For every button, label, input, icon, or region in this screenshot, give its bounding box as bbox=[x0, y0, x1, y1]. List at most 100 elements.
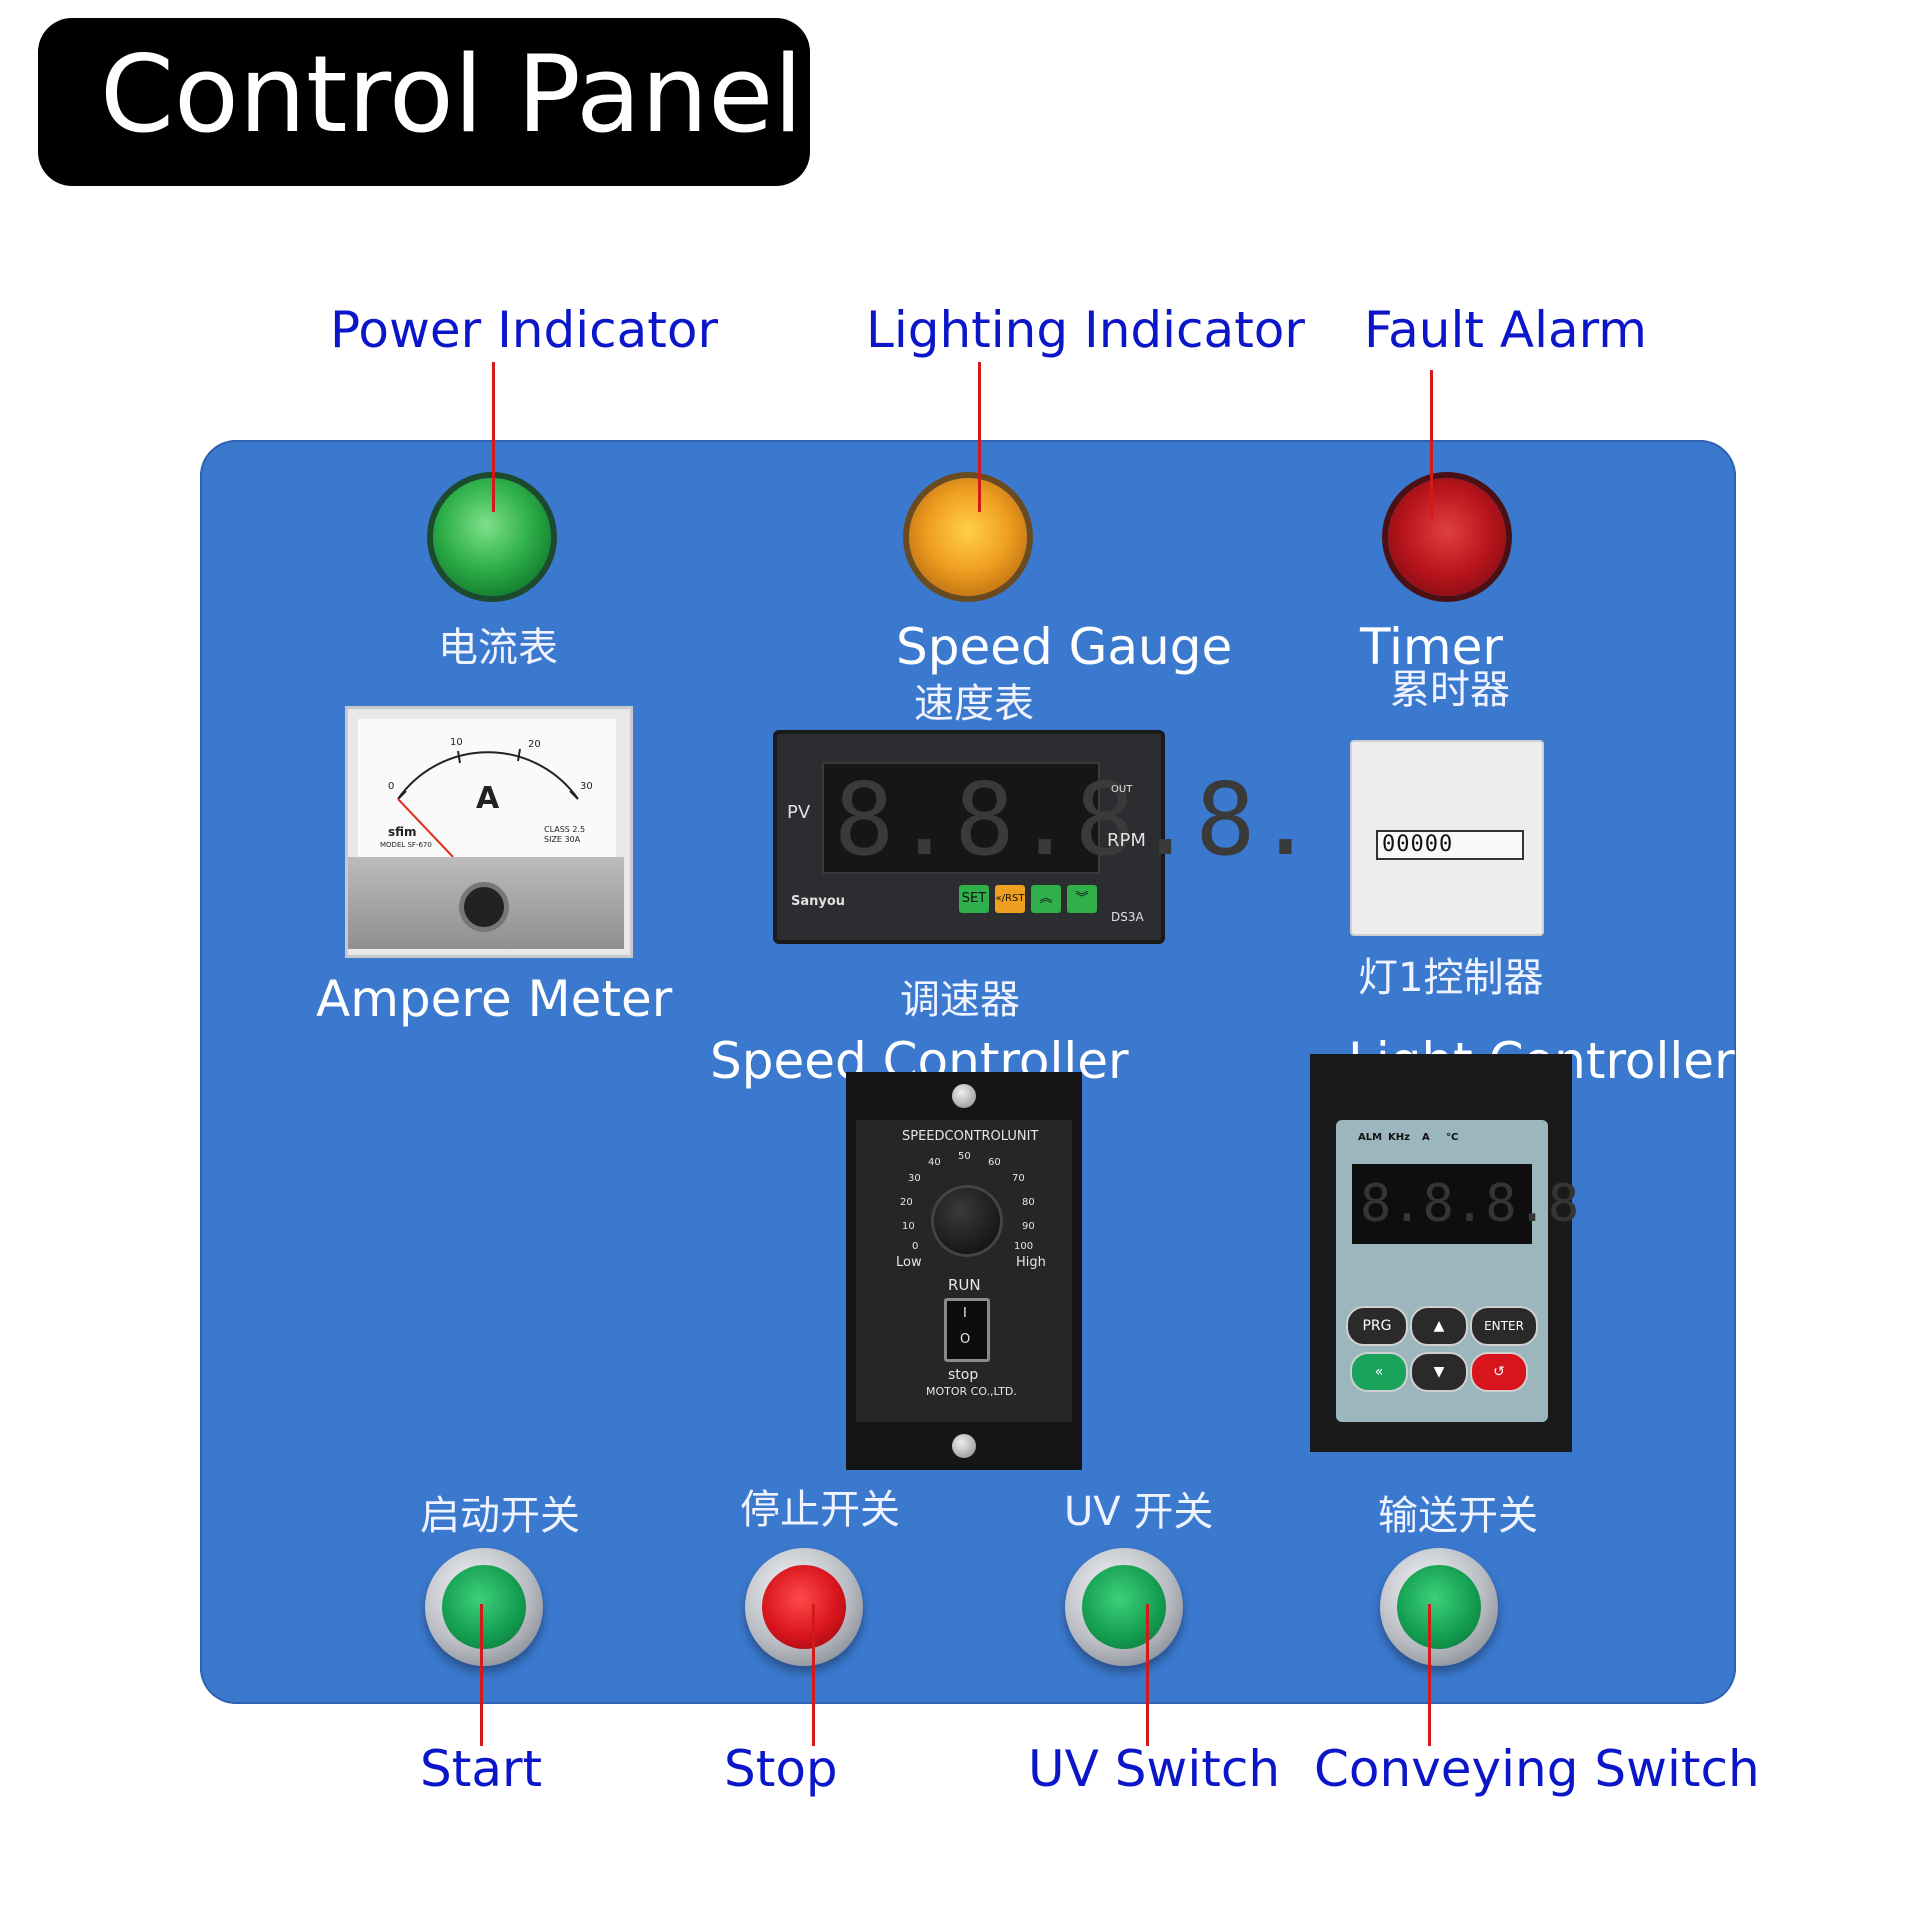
ammeter-class: CLASS 2.5 bbox=[544, 825, 586, 834]
gauge-brand: Sanyou bbox=[791, 894, 846, 909]
scu-scale-20: 20 bbox=[900, 1197, 913, 1208]
label-cn-speed-gauge: 速度表 bbox=[914, 681, 1034, 727]
leader-power-indicator bbox=[492, 362, 495, 512]
lc-down-key[interactable]: ▼ bbox=[1410, 1352, 1468, 1392]
lc-enter-key[interactable]: ENTER bbox=[1470, 1306, 1538, 1346]
callout-power-indicator: Power Indicator bbox=[330, 301, 719, 359]
leader-start bbox=[480, 1604, 483, 1746]
lc-display: 8.8.8.8 bbox=[1352, 1164, 1579, 1244]
lc-ind-a: A bbox=[1422, 1132, 1430, 1143]
speed-controller-frame: SPEEDCONTROLUNIT 0 10 20 30 40 50 60 70 … bbox=[846, 1072, 1082, 1470]
lc-up-key[interactable]: ▲ bbox=[1410, 1306, 1468, 1346]
scu-run-label: RUN bbox=[948, 1276, 981, 1294]
start-button-cap bbox=[442, 1565, 526, 1649]
lc-prg-key[interactable]: PRG bbox=[1346, 1306, 1408, 1346]
ammeter-tick-0: 0 bbox=[388, 781, 395, 792]
speed-gauge: PV 8.8.8.8. OUT RPM Sanyou SET «/RST ︽ ︾… bbox=[773, 730, 1316, 944]
scu-scale-60: 60 bbox=[988, 1157, 1001, 1168]
page-title: Control Panel bbox=[100, 33, 803, 156]
label-cn-start: 启动开关 bbox=[420, 1493, 580, 1539]
lc-ind-alm: ALM bbox=[1358, 1132, 1383, 1143]
callout-timer: Timer bbox=[1360, 618, 1503, 676]
timer-counter: 00000 bbox=[1376, 830, 1524, 860]
callout-fault-alarm: Fault Alarm bbox=[1364, 301, 1648, 359]
light-controller-frame: ALM KHz A °C 8.8.8.8 PRG ▲ ENTER « ▼ ↺ bbox=[1310, 1054, 1579, 1452]
ammeter-tick-20: 20 bbox=[528, 739, 541, 750]
run-stop-rocker-switch[interactable]: I O bbox=[944, 1298, 990, 1362]
scu-scale-30: 30 bbox=[908, 1173, 921, 1184]
scu-low-label: Low bbox=[896, 1255, 922, 1270]
conveying-switch-button[interactable] bbox=[1380, 1548, 1498, 1666]
ampere-meter: 0 10 20 30 A sfim MODEL SF-670 CLASS 2.5… bbox=[345, 706, 633, 958]
speed-dial-knob[interactable] bbox=[934, 1188, 1000, 1254]
lc-shift-key[interactable]: « bbox=[1350, 1352, 1408, 1392]
gauge-set-key[interactable]: SET bbox=[959, 885, 989, 913]
gauge-model: DS3A bbox=[1111, 910, 1144, 924]
stop-button-cap bbox=[762, 1565, 846, 1649]
label-cn-stop: 停止开关 bbox=[740, 1487, 900, 1533]
gauge-up-key[interactable]: ︽ bbox=[1031, 885, 1061, 913]
label-cn-conveying: 输送开关 bbox=[1378, 1493, 1538, 1539]
gauge-pv-label: PV bbox=[787, 802, 811, 823]
scu-scale-0: 0 bbox=[912, 1241, 919, 1252]
zero-adjust-knob[interactable] bbox=[464, 887, 504, 927]
screw-bottom bbox=[952, 1434, 976, 1458]
scu-scale-70: 70 bbox=[1012, 1173, 1025, 1184]
conveying-switch-button-cap bbox=[1397, 1565, 1481, 1649]
gauge-down-key[interactable]: ︾ bbox=[1067, 885, 1097, 913]
uv-switch-button-cap bbox=[1082, 1565, 1166, 1649]
ammeter-tick-10: 10 bbox=[450, 737, 463, 748]
gauge-digits: 8.8.8.8. bbox=[834, 761, 1316, 878]
start-button[interactable] bbox=[425, 1548, 543, 1666]
scu-scale-40: 40 bbox=[928, 1157, 941, 1168]
callout-speed-gauge: Speed Gauge bbox=[896, 618, 1233, 676]
label-cn-light-controller: 灯1控制器 bbox=[1358, 955, 1544, 1001]
scu-high-label: High bbox=[1016, 1255, 1046, 1270]
ammeter-tick-30: 30 bbox=[580, 781, 593, 792]
lighting-indicator-lamp bbox=[909, 478, 1027, 596]
callout-uv-switch: UV Switch bbox=[1028, 1740, 1281, 1798]
callout-lighting-indicator: Lighting Indicator bbox=[866, 301, 1305, 359]
label-cn-timer: 累时器 bbox=[1390, 667, 1510, 713]
speed-control-unit: SPEEDCONTROLUNIT 0 10 20 30 40 50 60 70 … bbox=[856, 1120, 1072, 1422]
scu-stop-label: stop bbox=[948, 1367, 979, 1383]
scu-scale-10: 10 bbox=[902, 1221, 915, 1232]
callout-stop: Stop bbox=[724, 1740, 838, 1798]
screw-top bbox=[952, 1084, 976, 1108]
ammeter-model: MODEL SF-670 bbox=[380, 841, 432, 849]
scu-scale-100: 100 bbox=[1014, 1241, 1034, 1252]
label-cn-ammeter: 电流表 bbox=[438, 625, 558, 671]
uv-switch-button[interactable] bbox=[1065, 1548, 1183, 1666]
gauge-rpm-label: RPM bbox=[1107, 830, 1146, 851]
scu-scale-50: 50 bbox=[958, 1151, 971, 1162]
gauge-display: 8.8.8.8. bbox=[822, 762, 1316, 874]
fault-alarm-buzzer bbox=[1388, 478, 1506, 596]
ampere-meter-face: 0 10 20 30 A sfim MODEL SF-670 CLASS 2.5… bbox=[358, 719, 616, 859]
lc-back-key[interactable]: ↺ bbox=[1470, 1352, 1528, 1392]
gauge-rst-key[interactable]: «/RST bbox=[995, 885, 1025, 913]
lc-digits: 8.8.8.8 bbox=[1360, 1174, 1580, 1234]
scu-switch-on: I bbox=[963, 1306, 967, 1321]
leader-fault-alarm bbox=[1430, 370, 1433, 518]
scu-maker: MOTOR CO.,LTD. bbox=[926, 1385, 1017, 1398]
scu-header: SPEEDCONTROLUNIT bbox=[902, 1129, 1039, 1144]
leader-lighting-indicator bbox=[978, 362, 981, 512]
title-banner bbox=[38, 18, 810, 186]
label-cn-uv: UV 开关 bbox=[1064, 1489, 1214, 1535]
scu-switch-off: O bbox=[960, 1332, 971, 1347]
ampere-meter-scale bbox=[397, 748, 579, 858]
scu-scale-80: 80 bbox=[1022, 1197, 1035, 1208]
light-controller: ALM KHz A °C 8.8.8.8 PRG ▲ ENTER « ▼ ↺ bbox=[1336, 1120, 1579, 1422]
callout-ampere-meter: Ampere Meter bbox=[316, 970, 673, 1028]
callout-start: Start bbox=[420, 1740, 543, 1798]
leader-uv-switch bbox=[1146, 1604, 1149, 1746]
stop-button[interactable] bbox=[745, 1548, 863, 1666]
scu-scale-90: 90 bbox=[1022, 1221, 1035, 1232]
label-cn-speed-controller: 调速器 bbox=[900, 977, 1020, 1023]
leader-conveying-switch bbox=[1428, 1604, 1431, 1746]
leader-stop bbox=[812, 1604, 815, 1746]
hour-timer: 00000 bbox=[1350, 740, 1544, 936]
ammeter-size: SIZE 30A bbox=[544, 835, 581, 844]
lc-ind-c: °C bbox=[1446, 1132, 1459, 1143]
gauge-out-label: OUT bbox=[1111, 784, 1133, 795]
